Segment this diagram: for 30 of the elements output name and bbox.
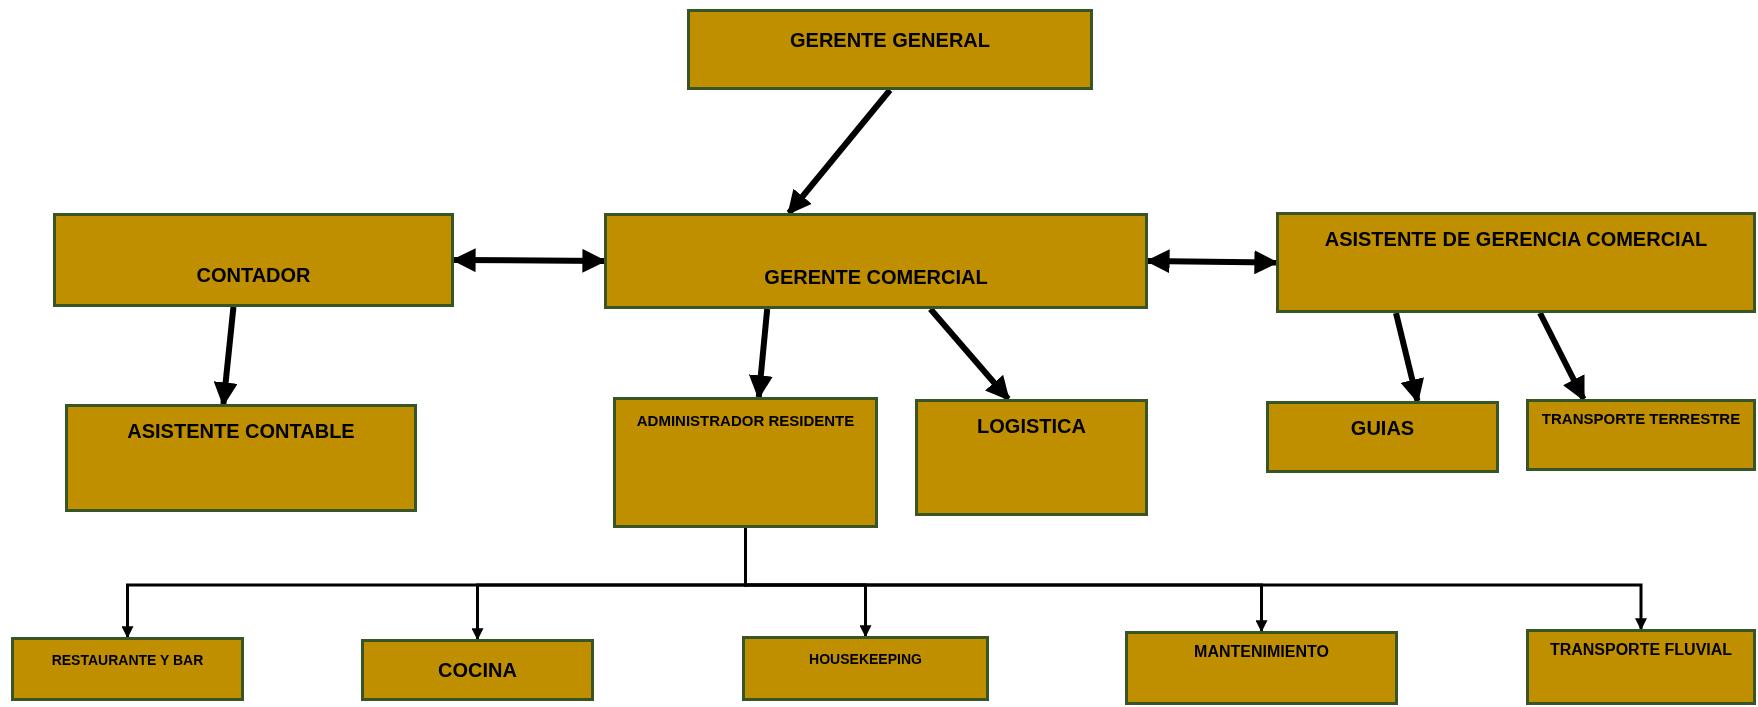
box-label: MANTENIMIENTO xyxy=(1194,642,1329,662)
box-label: HOUSEKEEPING xyxy=(809,651,922,669)
org-box xyxy=(53,213,454,307)
org-box xyxy=(604,213,1148,309)
box-label: COCINA xyxy=(438,657,517,683)
org-box xyxy=(1526,629,1756,705)
org-box xyxy=(915,399,1148,516)
box-label: LOGISTICA xyxy=(977,414,1086,439)
box-label: CONTADOR xyxy=(196,263,311,288)
org-box xyxy=(65,404,417,512)
box-label: ASISTENTE DE GERENCIA COMERCIAL xyxy=(1324,227,1708,252)
box-label: GUIAS xyxy=(1350,416,1415,441)
box-label: ADMINISTRADOR RESIDENTE xyxy=(636,412,855,431)
org-box xyxy=(1526,399,1756,471)
box-label: ASISTENTE CONTABLE xyxy=(127,419,355,444)
org-box xyxy=(687,9,1093,90)
box-label: TRANSPORTE TERRESTRE xyxy=(1541,410,1741,429)
org-box xyxy=(1276,212,1756,313)
box-label: TRANSPORTE FLUVIAL xyxy=(1549,640,1733,660)
box-label: GERENTE GENERAL xyxy=(790,28,990,53)
org-box xyxy=(361,639,594,701)
org-box xyxy=(613,397,878,528)
arrow xyxy=(928,307,1011,401)
box-label: RESTAURANTE Y BAR xyxy=(51,652,204,670)
arrow xyxy=(786,88,893,215)
org-box xyxy=(11,637,244,701)
box-label: GERENTE COMERCIAL xyxy=(764,265,988,290)
org-box xyxy=(1125,631,1398,705)
org-box xyxy=(1266,401,1499,473)
org-box xyxy=(742,636,989,701)
